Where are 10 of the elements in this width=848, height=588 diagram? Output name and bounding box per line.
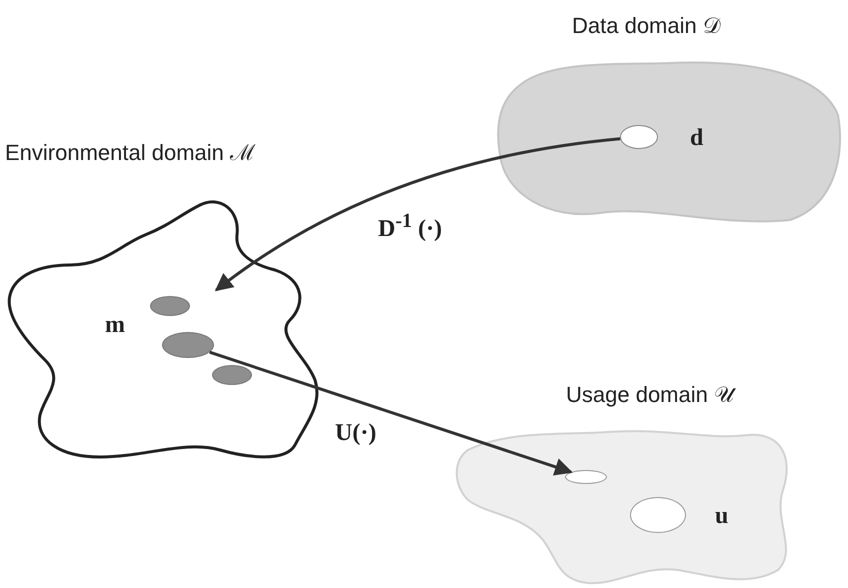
domain-heading: Data domain 𝒟 — [572, 13, 721, 39]
domain-heading: Environmental domain ℳ — [5, 140, 255, 166]
arrow — [214, 137, 620, 292]
point-symbol: u — [715, 503, 728, 529]
edge-label: D$^{-1}$ (·) — [378, 209, 442, 242]
point-symbol: d — [690, 125, 704, 151]
domain-heading: Usage domain 𝒰 — [566, 382, 734, 408]
edge-label: U(·) — [335, 420, 376, 446]
domain-symbol: m — [105, 312, 125, 338]
arrow — [209, 350, 573, 476]
